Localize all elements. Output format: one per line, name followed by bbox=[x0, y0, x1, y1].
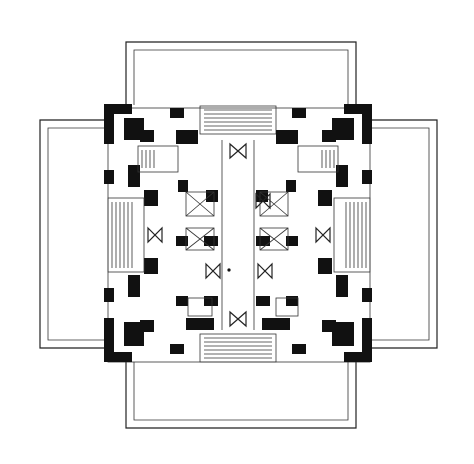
corner-se bbox=[292, 318, 372, 362]
stair-well-ne bbox=[297, 145, 339, 173]
outer-terrace-south bbox=[125, 362, 357, 429]
stair-east bbox=[333, 197, 371, 273]
stair-south bbox=[199, 333, 277, 363]
stair-west bbox=[107, 197, 145, 273]
stair-well-nw bbox=[137, 145, 179, 173]
outer-terrace-west bbox=[39, 119, 105, 349]
outer-terrace-east bbox=[370, 119, 438, 349]
core-east bbox=[256, 130, 299, 330]
corner-nw bbox=[104, 104, 184, 144]
west-piers bbox=[104, 165, 158, 302]
east-piers bbox=[318, 165, 372, 302]
stair-north bbox=[199, 105, 277, 135]
outer-terrace-north bbox=[125, 41, 357, 105]
corner-sw bbox=[104, 318, 184, 362]
central-hall bbox=[147, 140, 331, 330]
corner-ne bbox=[292, 104, 372, 144]
core-west bbox=[176, 130, 218, 330]
